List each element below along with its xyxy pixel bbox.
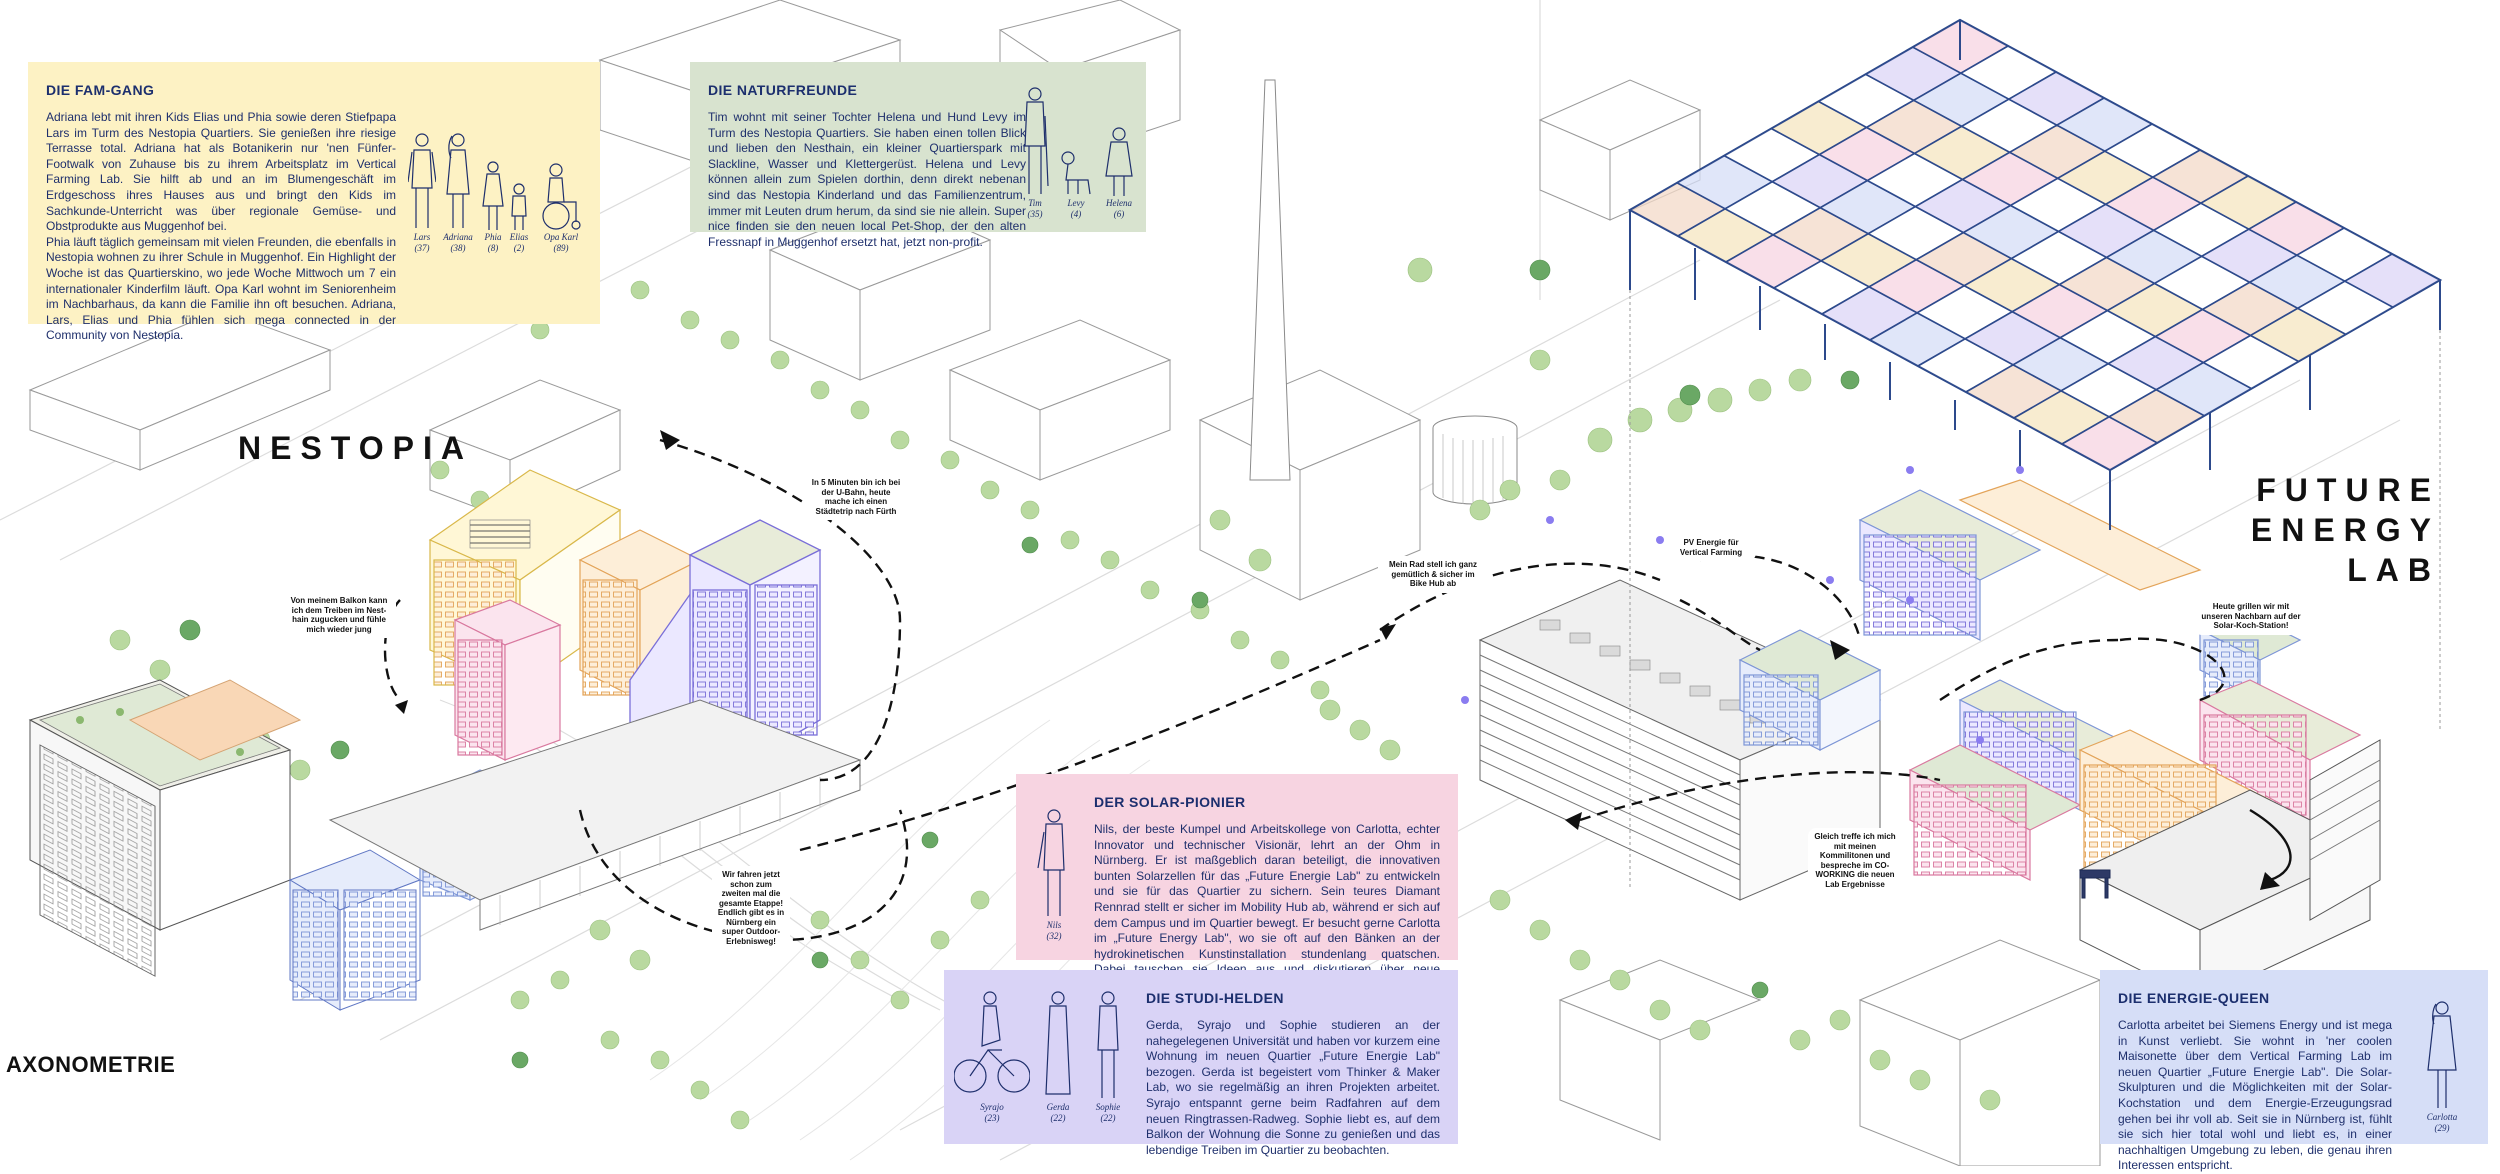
panel-text: Tim wohnt mit seiner Tochter Helena und …	[708, 110, 1026, 249]
person-figure: Tim (35)	[1018, 86, 1052, 220]
wheelchair-person-icon	[542, 163, 581, 230]
person-figure: Sophie (22)	[1088, 990, 1128, 1124]
person-name: Levy	[1067, 198, 1085, 208]
speech-bubble-ubahn: In 5 Minuten bin ich bei der U-Bahn, heu…	[806, 474, 906, 520]
person-icon	[2427, 1001, 2457, 1108]
person-age: (37)	[414, 243, 430, 253]
naturfreunde-figures: Tim (35) Levy (4) Helena (6)	[1018, 86, 1144, 226]
panel-studi-helden: DIE STUDI-HELDEN Gerda, Syrajo und Sophi…	[944, 970, 1458, 1157]
speech-bubble-rad: Mein Rad stell ich ganz gemütlich & sich…	[1378, 556, 1488, 593]
panel-text: Carlotta arbeitet bei Siemens Energy und…	[2118, 1018, 2392, 1173]
person-figure: Lars (37)	[406, 132, 438, 254]
person-icon	[482, 161, 504, 230]
panel-title: DIE STUDI-HELDEN	[1146, 990, 1284, 1006]
energie-queen-figures: Carlotta (29)	[2402, 1000, 2482, 1140]
nestopia-title: NESTOPIA	[238, 430, 473, 466]
person-icon	[408, 133, 436, 228]
dog-icon	[1061, 151, 1091, 195]
person-name: Nils	[1046, 920, 1062, 930]
panel-title: DER SOLAR-PIONIER	[1094, 794, 1246, 810]
panel-title: DIE FAM-GANG	[46, 82, 155, 98]
axonometrie-label: AXONOMETRIE	[6, 1052, 176, 1077]
person-age: (4)	[1070, 209, 1082, 219]
person-age: (89)	[553, 243, 569, 253]
person-icon	[446, 133, 470, 228]
person-name: Lars	[413, 232, 431, 242]
person-icon	[1045, 991, 1071, 1095]
person-age: (35)	[1027, 209, 1043, 219]
person-age: (8)	[487, 243, 499, 253]
panel-naturfreunde: DIE NATURFREUNDE Tim wohnt mit seiner To…	[690, 62, 1146, 249]
family-figures: Lars (37) Adriana (38) Phia (8) Elias (2…	[396, 132, 596, 332]
person-icon	[1105, 127, 1133, 196]
panel-title: DIE NATURFREUNDE	[708, 82, 858, 98]
person-name: Elias	[509, 232, 529, 242]
panel-text: Gerda, Syrajo und Sophie studieren an de…	[1146, 1018, 1440, 1157]
person-name: Adriana	[443, 232, 473, 242]
person-figure: Adriana (38)	[440, 132, 476, 254]
person-figure: Phia (8)	[480, 160, 506, 254]
person-name: Gerda	[1046, 1102, 1070, 1112]
speech-bubble-fahren: Wir fahren jetzt schon zum zweiten mal d…	[712, 866, 790, 950]
person-icon	[511, 183, 527, 230]
person-name: Phia	[484, 232, 502, 242]
person-figure: Helena (6)	[1100, 126, 1138, 220]
studi-helden-figures: Syrajo (23) Gerda (22) Sophie (22)	[952, 990, 1142, 1140]
person-age: (32)	[1046, 931, 1062, 941]
speech-bubble-grillen: Heute grillen wir mit unseren Nachbarn a…	[2194, 598, 2308, 635]
person-age: (2)	[513, 243, 525, 253]
person-name: Sophie	[1095, 1102, 1121, 1112]
person-icon	[1037, 809, 1065, 916]
panel-fam-gang: DIE FAM-GANG Adriana lebt mit ihren Kids…	[28, 62, 600, 342]
person-age: (38)	[450, 243, 466, 253]
person-age: (22)	[1100, 1113, 1116, 1123]
person-age: (6)	[1113, 209, 1125, 219]
panel-text: Adriana lebt mit ihren Kids Elias und Ph…	[46, 110, 396, 234]
person-figure: Nils (32)	[1032, 808, 1076, 942]
speech-bubble-balkon: Von meinem Balkon kann ich dem Treiben i…	[282, 592, 396, 638]
speech-bubble-pv: PV Energie für Vertical Farming	[1666, 534, 1756, 561]
future-title-line: LAB	[2347, 552, 2440, 588]
speech-bubble-cowork: Gleich treffe ich mich mit meinen Kommil…	[1808, 828, 1902, 893]
person-name: Carlotta	[2426, 1112, 2458, 1122]
person-icon	[1097, 991, 1119, 1098]
person-figure: Syrajo (23)	[952, 990, 1032, 1124]
person-name: Helena	[1106, 198, 1132, 208]
panel-solar-pionier: DER SOLAR-PIONIER Nils, der beste Kumpel…	[1016, 774, 1458, 992]
person-name: Tim	[1028, 198, 1042, 208]
person-figure: Carlotta (29)	[2416, 1000, 2468, 1134]
person-figure: Elias (2)	[506, 182, 532, 254]
person-icon	[1024, 87, 1049, 194]
future-energy-lab-title: FUTURE ENERGY LAB	[2200, 470, 2440, 590]
person-name: Syrajo	[980, 1102, 1004, 1112]
dog-figure: Levy (4)	[1056, 150, 1096, 220]
panel-text: Nils, der beste Kumpel und Arbeitskolleg…	[1094, 822, 1440, 992]
panel-energie-queen: DIE ENERGIE-QUEEN Carlotta arbeitet bei …	[2100, 970, 2488, 1172]
person-age: (22)	[1050, 1113, 1066, 1123]
future-title-line: ENERGY	[2250, 512, 2440, 548]
cyclist-icon	[954, 991, 1030, 1093]
person-age: (23)	[984, 1113, 1000, 1123]
person-figure: Opa Karl (89)	[536, 162, 586, 254]
panel-title: DIE ENERGIE-QUEEN	[2118, 990, 2270, 1006]
person-figure: Gerda (22)	[1038, 990, 1078, 1124]
person-name: Opa Karl	[543, 232, 579, 242]
person-age: (29)	[2434, 1123, 2450, 1133]
solar-pionier-figures: Nils (32)	[1024, 808, 1084, 958]
future-title-line: FUTURE	[2256, 472, 2440, 508]
panel-text: Phia läuft täglich gemeinsam mit vielen …	[46, 234, 396, 343]
